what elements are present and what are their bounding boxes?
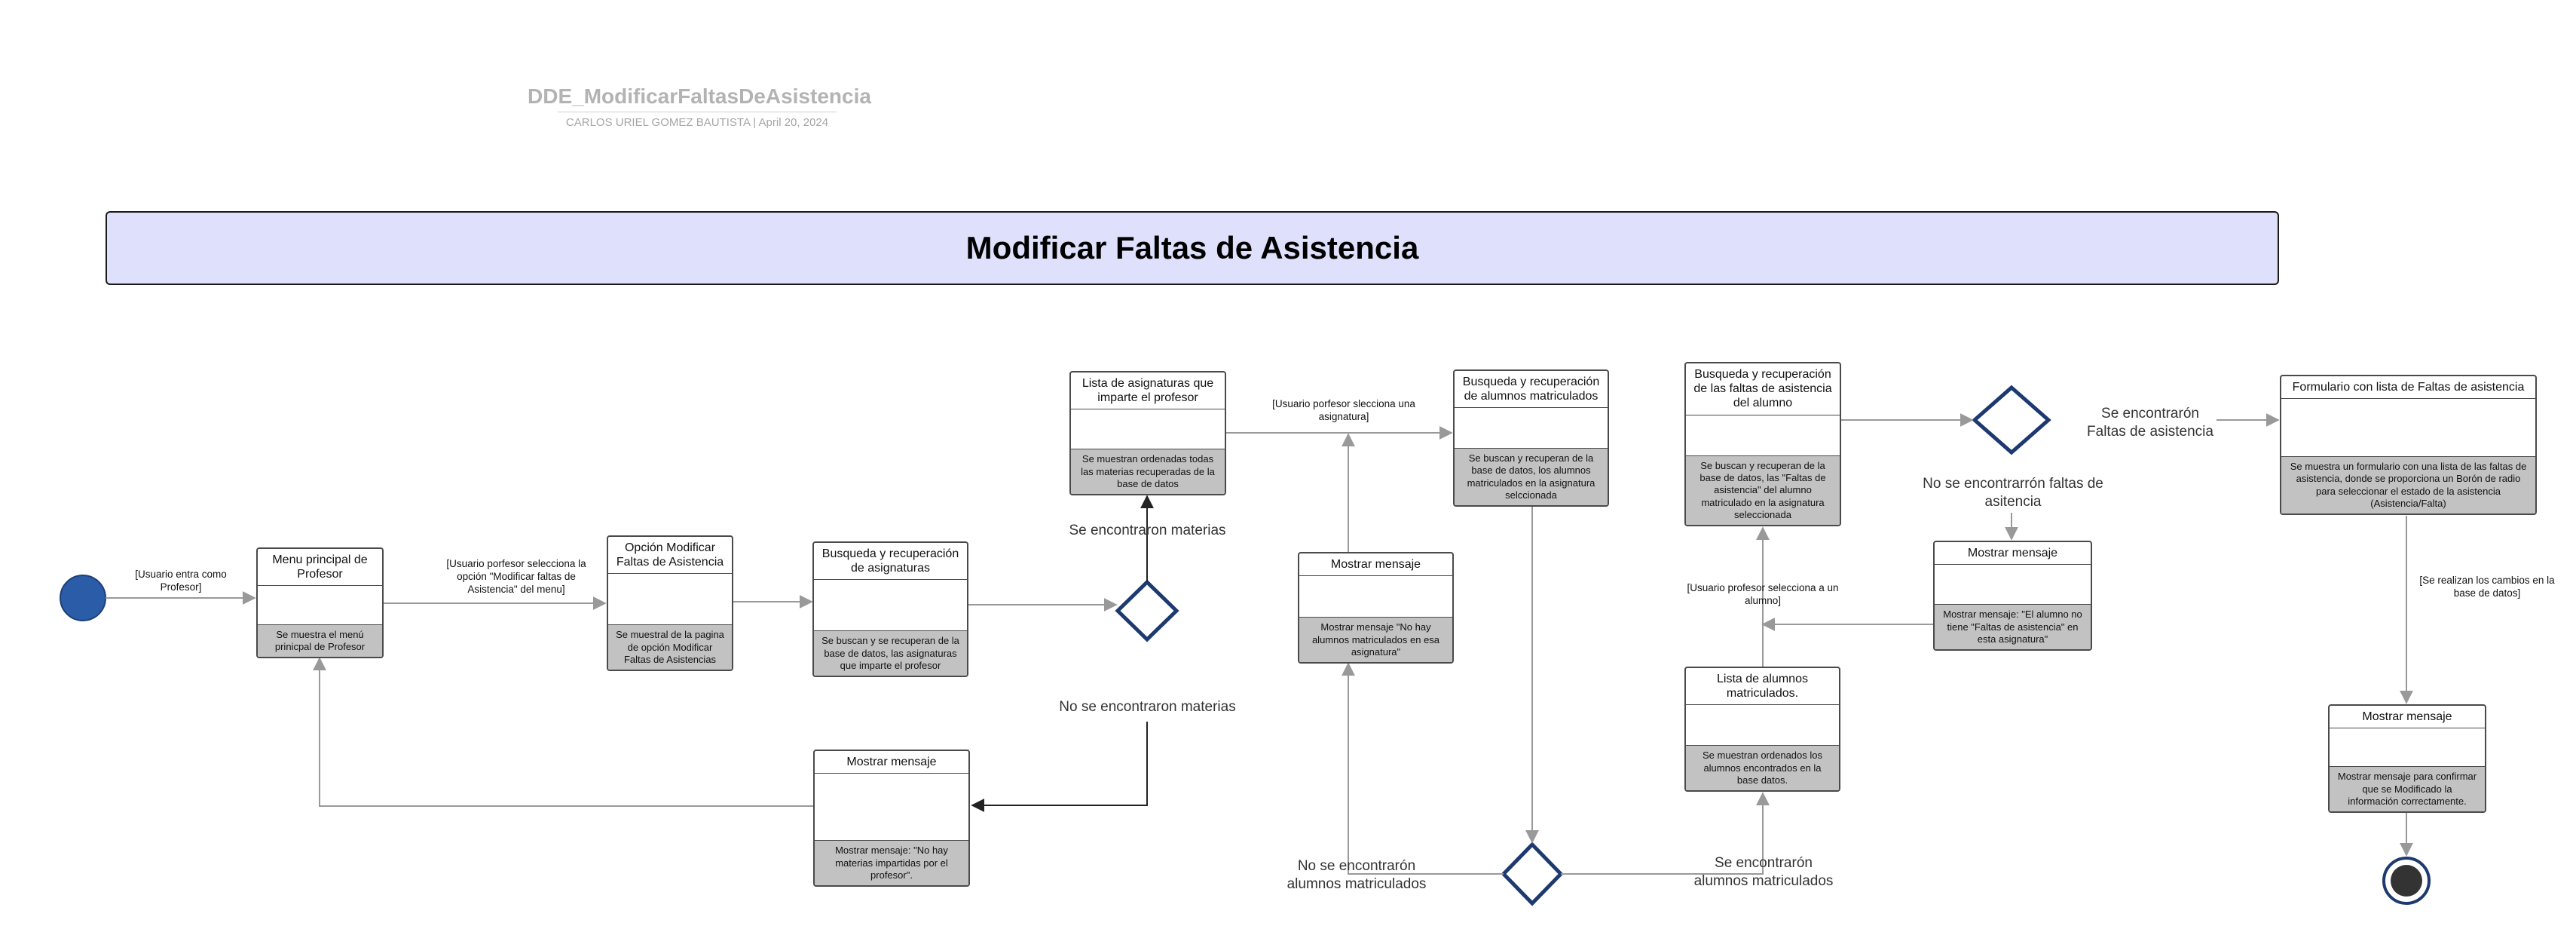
label-se-encontraron-materias: Se encontraron materias — [1069, 523, 1226, 538]
diagram-banner: Modificar Faltas de Asistencia — [106, 211, 2279, 285]
edge-decision-no-alumnos — [1342, 662, 1504, 875]
node-description: Se muestran ordenados los alumnos encont… — [1686, 746, 1839, 790]
label-selecciona-opcion: [Usuario porfesor selecciona la opción "… — [446, 558, 586, 595]
node-title: Mostrar mensaje — [1299, 553, 1452, 577]
node-menu-profesor: Menu principal de Profesor Se muestra el… — [256, 547, 384, 658]
node-title: Mostrar mensaje — [2330, 706, 2485, 729]
label-selecciona-asignatura: [Usuario porfesor slecciona una asignatu… — [1272, 398, 1415, 422]
label-no-alumnos: No se encontrarón alumnos matriculados — [1286, 858, 1427, 892]
node-lista-asignaturas: Lista de asignaturas que imparte el prof… — [1069, 371, 1226, 495]
node-msg-no-alumnos: Mostrar mensaje Mostrar mensaje "No hay … — [1298, 552, 1454, 664]
node-title: Busqueda y recuperación de alumnos matri… — [1455, 371, 1608, 409]
node-busqueda-alumnos: Busqueda y recuperación de alumnos matri… — [1453, 369, 1609, 507]
node-description: Se buscan y se recuperan de la base de d… — [814, 631, 967, 676]
label-cambios-realizados: [Se realizan los cambios en la base de d… — [2419, 575, 2555, 599]
decision-alumnos — [1501, 842, 1564, 906]
node-busqueda-faltas: Busqueda y recuperación de las faltas de… — [1684, 362, 1841, 526]
node-title: Menu principal de Profesor — [258, 549, 382, 587]
label-no-faltas: No se encontrarrón faltas de asitencia — [1923, 476, 2103, 510]
node-title: Lista de alumnos matriculados. — [1686, 668, 1839, 706]
node-msg-no-faltas: Mostrar mensaje Mostrar mensaje: "El alu… — [1933, 541, 2092, 651]
node-description: Mostrar mensaje para confirmar que se Mo… — [2330, 767, 2485, 811]
node-title: Lista de asignaturas que imparte el prof… — [1071, 372, 1225, 410]
node-description: Mostrar mensaje: "No hay materias impart… — [815, 841, 968, 885]
node-description: Mostrar mensaje "No hay alumnos matricul… — [1299, 618, 1452, 662]
label-no-se-encontraron-materias: No se encontraron materias — [1059, 699, 1236, 715]
start-node — [60, 575, 106, 621]
banner-title: Modificar Faltas de Asistencia — [965, 230, 1419, 265]
node-title: Busqueda y recuperación de las faltas de… — [1686, 363, 1840, 415]
node-description: Se muestra el menú prinicpal de Profesor — [258, 624, 382, 657]
node-description: Mostrar mensaje: "El alumno no tiene "Fa… — [1935, 605, 2091, 649]
node-description: Se muestran ordenadas todas las materias… — [1071, 449, 1225, 494]
node-description: Se muestra un formulario con una lista d… — [2281, 457, 2535, 514]
node-msg-no-materias: Mostrar mensaje Mostrar mensaje: "No hay… — [813, 750, 970, 887]
node-busqueda-asignaturas: Busqueda y recuperación de asignaturas S… — [812, 541, 968, 677]
edge-decision-si-alumnos — [1561, 792, 1770, 875]
node-opcion-modificar: Opción Modificar Faltas de Asistencia Se… — [607, 535, 733, 671]
label-usuario-entra: [Usuario entra como Profesor] — [135, 569, 227, 593]
decision-faltas — [1972, 385, 2051, 455]
edge-decision-no-materias — [971, 722, 1148, 812]
edge-msg-nomaterias-menu — [313, 657, 813, 807]
document-meta: CARLOS URIEL GOMEZ BAUTISTA | April 20, … — [565, 116, 829, 129]
label-si-faltas: Se encontrarón Faltas de asistencia — [2087, 406, 2213, 440]
node-title: Opción Modificar Faltas de Asistencia — [608, 537, 732, 575]
node-title: Mostrar mensaje — [1935, 542, 2091, 566]
label-selecciona-alumno: [Usuario profesor selecciona a un alumno… — [1687, 582, 1839, 606]
node-lista-alumnos: Lista de alumnos matriculados. Se muestr… — [1684, 667, 1840, 792]
node-title: Busqueda y recuperación de asignaturas — [814, 543, 967, 581]
node-title: Mostrar mensaje — [815, 751, 968, 774]
decision-materias — [1115, 579, 1179, 642]
document-title: DDE_ModificarFaltasDeAsistencia — [528, 84, 871, 108]
node-formulario: Formulario con lista de Faltas de asiste… — [2280, 375, 2537, 515]
node-title: Formulario con lista de Faltas de asiste… — [2281, 376, 2535, 400]
node-description: Se muestral de la pagina de opción Modif… — [608, 625, 732, 670]
label-si-alumnos: Se encontrarón alumnos matriculados — [1693, 855, 1834, 889]
node-description: Se buscan y recuperan de la base de dato… — [1455, 449, 1608, 505]
end-node — [2382, 857, 2431, 905]
node-msg-confirmar: Mostrar mensaje Mostrar mensaje para con… — [2328, 704, 2486, 813]
node-description: Se buscan y recuperan de la base de dato… — [1686, 455, 1840, 525]
